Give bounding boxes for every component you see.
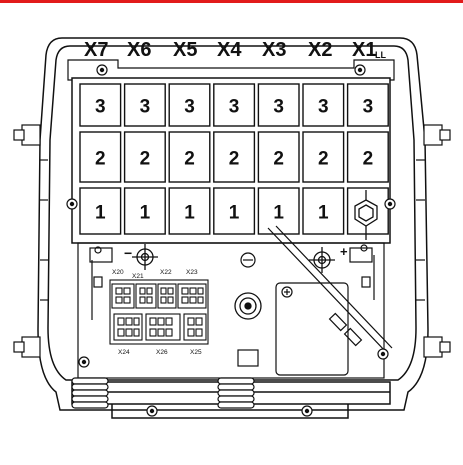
fuse-slot-number: 1 xyxy=(273,203,284,224)
negative-sign: − xyxy=(124,245,132,261)
housing-bottom-tab xyxy=(111,404,349,419)
fuse-slot xyxy=(168,83,211,127)
fuse-slot xyxy=(257,187,300,235)
connector-x25 xyxy=(183,313,207,341)
label-x25: X25 xyxy=(190,349,202,356)
fuse-slot-number: 2 xyxy=(95,149,106,170)
fuse-slot-number: 3 xyxy=(140,97,151,118)
fuse-slot xyxy=(123,131,166,183)
housing-outline xyxy=(37,37,429,411)
negative-terminal xyxy=(132,244,158,270)
right-bracket-bottom xyxy=(423,336,443,358)
col-label-x6: X6 xyxy=(127,39,151,61)
fuse-slot-number: 2 xyxy=(140,149,151,170)
col-label-x5: X5 xyxy=(173,39,197,61)
fuse-slot-number: 2 xyxy=(273,149,284,170)
left-bracket-bottom xyxy=(21,336,41,358)
fuse-slot-number: 1 xyxy=(318,203,329,224)
relay-module xyxy=(275,282,349,376)
fuse-slot-number: 2 xyxy=(363,149,374,170)
fuse-slot-number: 3 xyxy=(95,97,106,118)
fuse-slot-number: 1 xyxy=(229,203,240,224)
fuse-slot xyxy=(302,83,345,127)
col-label-x1: X1 xyxy=(352,39,376,61)
header-strip xyxy=(67,59,395,81)
connector-labels: X20 X21 X22 X23 X24 X26 X25 xyxy=(112,269,202,356)
fuse-slot-number: 1 xyxy=(95,203,106,224)
left-bracket-top xyxy=(21,124,41,146)
label-x22: X22 xyxy=(160,269,172,276)
fuse-slot-number: 2 xyxy=(318,149,329,170)
fuse-cells: 3 3 3 3 3 3 3 2 2 2 2 2 2 2 1 1 1 1 1 1 xyxy=(79,83,389,235)
cable-gland-left xyxy=(71,377,109,409)
label-x24: X24 xyxy=(118,349,130,356)
fuse-slot xyxy=(257,83,300,127)
label-x26: X26 xyxy=(156,349,168,356)
fuse-slot xyxy=(302,131,345,183)
fuse-slot-number: 1 xyxy=(140,203,151,224)
connector-x20 xyxy=(111,283,135,309)
housing-inner-outline xyxy=(47,45,417,381)
cable-gland-center xyxy=(217,377,255,409)
fuse-slot xyxy=(213,83,256,127)
col-label-x4: X4 xyxy=(217,39,242,61)
col-label-x2: X2 xyxy=(308,39,332,61)
positive-sign: + xyxy=(340,244,348,259)
top-accent-line xyxy=(0,0,463,3)
col-label-x3: X3 xyxy=(262,39,286,61)
column-header-labels: X7 X6 X5 X4 X3 X2 X1 LL xyxy=(84,39,386,61)
label-x20: X20 xyxy=(112,269,124,276)
fuse-slot-number: 3 xyxy=(273,97,284,118)
fuse-slot-number: 3 xyxy=(318,97,329,118)
hex-nut-x1-row1 xyxy=(354,190,378,240)
fuse-slot xyxy=(79,83,122,127)
fuse-slot xyxy=(302,187,345,235)
positive-terminal xyxy=(309,247,335,273)
fuse-slot xyxy=(346,131,389,183)
fuse-slot-number: 2 xyxy=(184,149,195,170)
connector-cluster xyxy=(109,279,209,345)
small-square-block xyxy=(237,349,259,367)
diagonal-strap xyxy=(267,225,393,353)
fuse-slot-number: 1 xyxy=(184,203,195,224)
fuse-slot-number: 3 xyxy=(229,97,240,118)
fuse-slot xyxy=(168,187,211,235)
col-label-x1-suffix: LL xyxy=(375,50,386,60)
fuse-slot xyxy=(213,187,256,235)
fuse-slot-number: 3 xyxy=(184,97,195,118)
fuse-slot-number: 3 xyxy=(363,97,374,118)
fuse-slot xyxy=(123,187,166,235)
fuse-slot xyxy=(79,187,122,235)
label-x21: X21 xyxy=(132,273,144,280)
col-label-x7: X7 xyxy=(84,39,108,61)
fuse-slot xyxy=(79,131,122,183)
fuse-slot xyxy=(213,131,256,183)
fuse-slot-number: 2 xyxy=(229,149,240,170)
fuse-slot xyxy=(346,83,389,127)
label-x23: X23 xyxy=(186,269,198,276)
connector-x21 xyxy=(135,283,157,309)
right-bracket-top xyxy=(423,124,443,146)
fuse-slot xyxy=(168,131,211,183)
fuse-slot xyxy=(257,131,300,183)
fuse-slot xyxy=(123,83,166,127)
screw-center-top xyxy=(240,252,256,268)
center-grommet xyxy=(234,292,262,320)
